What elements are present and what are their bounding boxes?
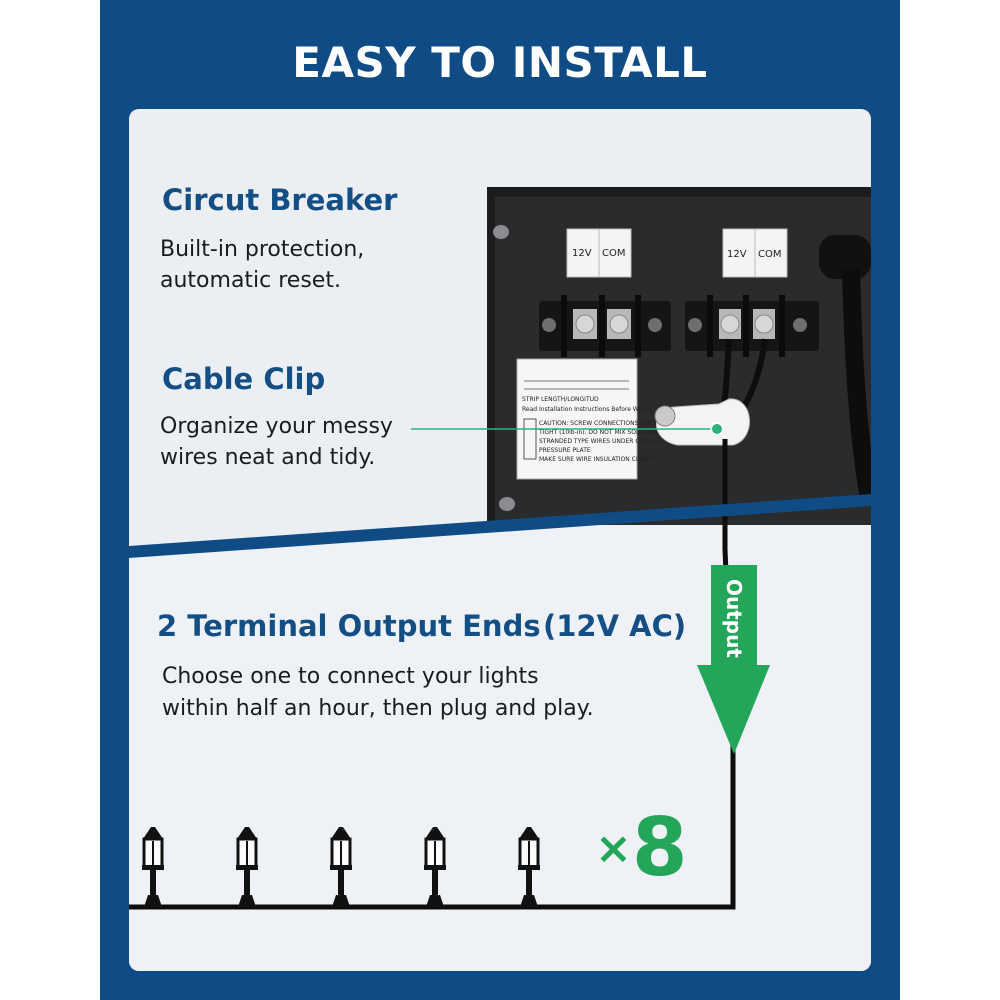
power-cord xyxy=(819,235,871,501)
multiplier-count: 8 xyxy=(631,801,688,894)
illustration: 12V COM 12V COM xyxy=(129,187,871,971)
breaker-line-2: automatic reset. xyxy=(160,268,341,293)
terminal-block-right xyxy=(685,295,819,357)
output-line-1: Choose one to connect your lights xyxy=(162,664,539,689)
screw-icon xyxy=(499,497,515,511)
clip-line-1: Organize your messy xyxy=(160,414,393,439)
lamp-post-icon xyxy=(518,827,540,907)
terminal-com-right: COM xyxy=(758,249,781,260)
terminal-label-right: 12V COM xyxy=(722,228,788,278)
terminal-label-left: 12V COM xyxy=(566,228,632,278)
breaker-line-1: Built-in protection, xyxy=(160,237,365,262)
callout-dot xyxy=(710,422,724,436)
terminal-12v-left: 12V xyxy=(572,248,592,259)
label-caution-3: STRANDED TYPE WIRES UNDER ONE SCREW xyxy=(539,438,672,445)
breaker-heading: Circut Breaker xyxy=(162,183,398,217)
warning-icon xyxy=(523,418,537,460)
terminal-block-left xyxy=(539,295,671,357)
lamp-post-icon xyxy=(236,827,258,907)
output-arrow-label: Output xyxy=(722,579,746,658)
lamp-post-icon xyxy=(330,827,352,907)
lamp-post-icon xyxy=(142,827,164,907)
output-spec: (12V AC) xyxy=(543,609,687,643)
multiplier-symbol: × xyxy=(595,823,632,874)
output-line-2: within half an hour, then plug and play. xyxy=(162,696,594,721)
warning-label: STRIP LENGTH/LONGITUD Read Installation … xyxy=(516,358,672,480)
page-title: EASY TO INSTALL xyxy=(292,38,708,87)
lamp-row xyxy=(142,827,540,907)
terminal-com-left: COM xyxy=(602,248,625,259)
label-caution-2: TIGHT (10lb-in). DO NOT MIX SOLID AND xyxy=(538,429,661,436)
label-strip-length: STRIP LENGTH/LONGITUD xyxy=(522,396,599,403)
label-read-instructions: Read Installation Instructions Before Wi… xyxy=(522,406,654,413)
screw-icon xyxy=(493,225,509,239)
lamp-multiplier: ×8 xyxy=(595,801,688,894)
clip-screw-icon xyxy=(654,405,676,427)
content-card: 12V COM 12V COM xyxy=(129,109,871,971)
clip-line-2: wires neat and tidy. xyxy=(160,445,376,470)
lamp-post-icon xyxy=(424,827,446,907)
label-caution-5: MAKE SURE WIRE INSULATION CLEARS xyxy=(539,456,655,463)
cable-clip xyxy=(654,398,750,446)
output-heading: 2 Terminal Output Ends xyxy=(157,609,541,643)
divider-band xyxy=(129,494,871,558)
lower-panel xyxy=(129,502,871,971)
label-caution-1: CAUTION: SCREW CONNECTIONS MUST BE xyxy=(539,420,667,427)
terminal-12v-right: 12V xyxy=(727,249,747,260)
label-caution-4: PRESSURE PLATE xyxy=(539,447,591,454)
output-arrow: Output xyxy=(697,565,770,754)
clip-heading: Cable Clip xyxy=(162,362,326,396)
